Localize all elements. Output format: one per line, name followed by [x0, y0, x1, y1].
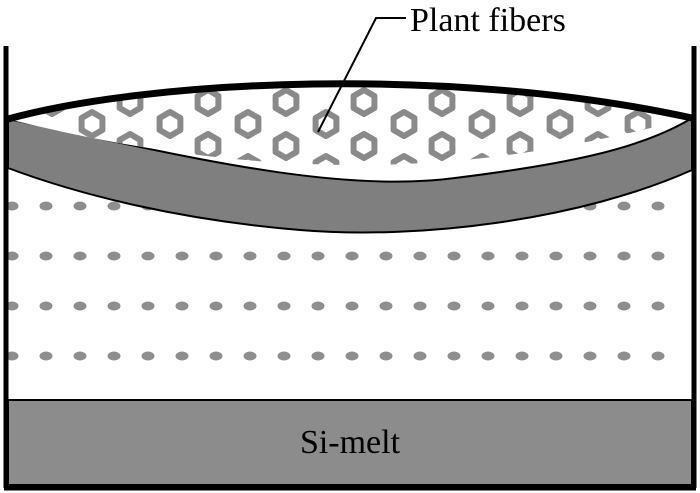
plant-fiber-ring	[546, 109, 574, 139]
particle-dot	[277, 251, 291, 261]
particle-dot	[379, 351, 393, 361]
particle-dot	[413, 301, 427, 311]
particle-dot	[447, 251, 461, 261]
particle-dot	[243, 251, 257, 261]
particle-dot	[73, 351, 87, 361]
particle-dot	[549, 251, 563, 261]
particle-dot	[39, 301, 53, 311]
particle-dot	[39, 251, 53, 261]
plant-fiber-ring	[390, 153, 418, 166]
particle-dot	[345, 351, 359, 361]
particle-dot	[447, 351, 461, 361]
particle-dot	[39, 201, 53, 211]
si-melt-layer	[7, 399, 693, 486]
particle-dot	[107, 301, 121, 311]
particle-dot	[277, 301, 291, 311]
particle-dot	[73, 251, 87, 261]
plant-fiber-ring	[428, 87, 456, 117]
particle-dot	[447, 301, 461, 311]
particle-dot	[379, 301, 393, 311]
particle-dot	[209, 301, 223, 311]
particle-dot	[379, 251, 393, 261]
particle-dot	[311, 301, 325, 311]
plant-fiber-ring	[390, 109, 418, 139]
particle-dot	[651, 351, 665, 361]
plant-fiber-ring	[468, 109, 496, 139]
plant-fiber-ring	[194, 87, 222, 117]
particle-dot	[481, 251, 495, 261]
particle-dot	[583, 301, 597, 311]
particle-dot	[175, 301, 189, 311]
plant-fiber-ring	[312, 109, 340, 139]
particle-dot	[39, 351, 53, 361]
plant-fiber-ring	[272, 87, 300, 117]
particle-dot	[243, 351, 257, 361]
plant-fiber-ring	[156, 109, 184, 139]
particle-dot	[5, 201, 19, 211]
plant-fiber-ring	[350, 87, 378, 117]
particle-dot	[413, 351, 427, 361]
particle-dot	[107, 351, 121, 361]
particle-dot	[515, 251, 529, 261]
particle-dot	[5, 301, 19, 311]
particle-dot	[651, 301, 665, 311]
particle-dot	[175, 351, 189, 361]
plant-fiber-ring	[234, 109, 262, 139]
particle-dot	[243, 301, 257, 311]
plant-fiber-ring	[78, 109, 106, 139]
particle-dot	[413, 251, 427, 261]
particle-dot	[515, 301, 529, 311]
particle-dot	[617, 201, 631, 211]
fiber-label-leader	[317, 17, 406, 133]
particle-dot	[141, 351, 155, 361]
particle-dot	[175, 251, 189, 261]
plant-fiber-ring	[272, 131, 300, 161]
particle-dot	[209, 251, 223, 261]
particle-dot	[209, 351, 223, 361]
particle-dot	[549, 301, 563, 311]
particle-dot	[345, 301, 359, 311]
fiber-lens-fill	[8, 83, 692, 166]
particle-dot	[617, 251, 631, 261]
plant-fiber-ring	[350, 131, 378, 161]
si-melt-label: Si-melt	[300, 424, 401, 461]
particle-dot	[617, 351, 631, 361]
plant-fiber-ring	[428, 131, 456, 161]
particle-dot	[311, 251, 325, 261]
particle-dot	[5, 251, 19, 261]
fiber-lens-top-arc	[4, 80, 696, 123]
particle-dot	[583, 251, 597, 261]
particle-dot	[141, 251, 155, 261]
particle-dot	[107, 251, 121, 261]
particle-dot	[141, 301, 155, 311]
particle-dot	[73, 301, 87, 311]
particle-dot	[73, 201, 87, 211]
particle-dot	[617, 301, 631, 311]
particle-dot	[583, 351, 597, 361]
plant-fibers-label: Plant fibers	[410, 2, 566, 39]
particle-dot	[345, 251, 359, 261]
particle-dot	[651, 201, 665, 211]
particle-dot	[515, 351, 529, 361]
particle-dot	[107, 201, 121, 211]
particle-dot	[549, 351, 563, 361]
particle-dot	[5, 351, 19, 361]
plant-fiber-ring	[312, 153, 340, 166]
particle-dot	[481, 351, 495, 361]
particle-dot	[277, 351, 291, 361]
particle-dot	[311, 351, 325, 361]
particle-dot	[481, 301, 495, 311]
particle-dot	[651, 251, 665, 261]
